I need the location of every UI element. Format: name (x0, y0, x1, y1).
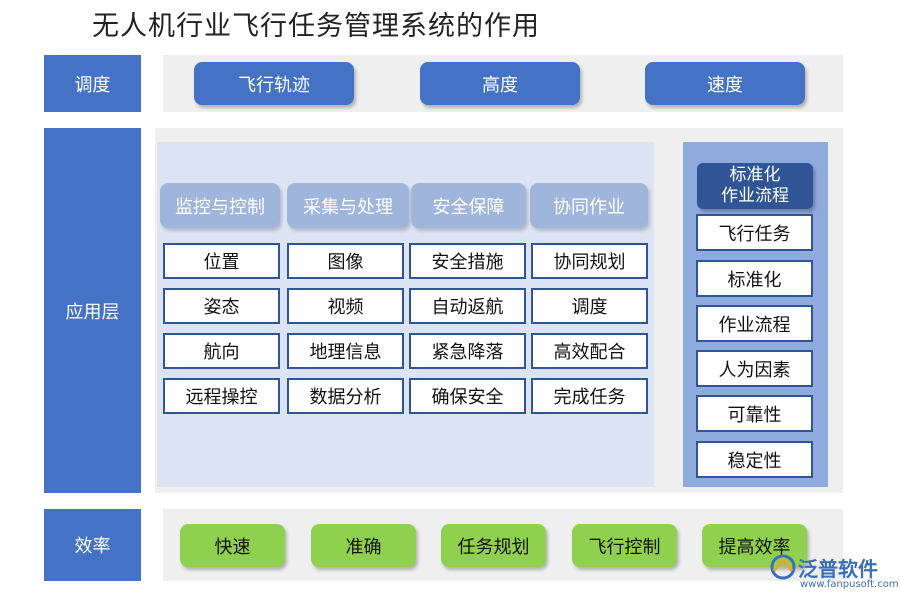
std-item-standardization: 标准化 (696, 260, 813, 297)
cell-emergency-landing: 紧急降落 (409, 333, 526, 369)
cell-attitude: 姿态 (163, 288, 280, 324)
std-item-stability: 稳定性 (696, 441, 813, 478)
layer-label-efficiency: 效率 (44, 509, 141, 581)
efficiency-item-flight-control: 飞行控制 (572, 524, 677, 567)
category-collect-process: 采集与处理 (287, 183, 409, 228)
efficiency-item-fast: 快速 (180, 524, 285, 567)
standard-title-line1: 标准化 (729, 165, 781, 185)
cell-collab-planning: 协同规划 (531, 243, 648, 279)
efficiency-item-accurate: 准确 (311, 524, 416, 567)
std-item-reliability: 可靠性 (696, 395, 813, 432)
cell-auto-return: 自动返航 (409, 288, 526, 324)
category-collaboration: 协同作业 (530, 183, 648, 228)
std-item-workflow: 作业流程 (696, 305, 813, 342)
cell-position: 位置 (163, 243, 280, 279)
dispatch-item-flight-path: 飞行轨迹 (194, 62, 354, 105)
cell-dispatch: 调度 (531, 288, 648, 324)
logo-name: 泛普软件 (798, 557, 878, 581)
cell-geo-info: 地理信息 (287, 333, 404, 369)
layer-label-dispatch: 调度 (44, 55, 141, 112)
dispatch-item-altitude: 高度 (420, 62, 580, 105)
dispatch-item-speed: 速度 (645, 62, 805, 105)
cell-video: 视频 (287, 288, 404, 324)
std-item-human-factors: 人为因素 (696, 350, 813, 387)
std-item-flight-task: 飞行任务 (696, 214, 813, 251)
standard-title-line2: 作业流程 (721, 186, 789, 206)
cell-safety-measures: 安全措施 (409, 243, 526, 279)
cell-heading: 航向 (163, 333, 280, 369)
logo-url: www.fanpusoft.com (800, 579, 899, 590)
cell-image: 图像 (287, 243, 404, 279)
page-title: 无人机行业飞行任务管理系统的作用 (92, 11, 540, 42)
category-monitor-control: 监控与控制 (160, 183, 280, 228)
layer-label-application: 应用层 (44, 128, 141, 493)
standard-title: 标准化 作业流程 (697, 163, 813, 209)
cell-ensure-safety: 确保安全 (409, 378, 526, 414)
cell-data-analysis: 数据分析 (287, 378, 404, 414)
cell-remote-control: 远程操控 (163, 378, 280, 414)
category-safety: 安全保障 (411, 183, 526, 228)
cell-efficient-coordination: 高效配合 (531, 333, 648, 369)
fanpu-logo-icon (770, 554, 796, 580)
cell-complete-task: 完成任务 (531, 378, 648, 414)
efficiency-item-task-planning: 任务规划 (441, 524, 546, 567)
